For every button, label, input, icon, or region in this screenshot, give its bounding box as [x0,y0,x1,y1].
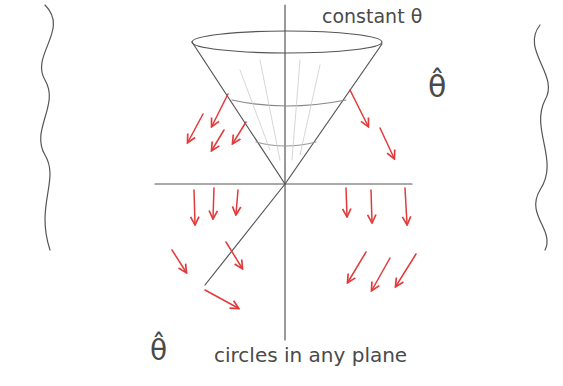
theta-arrow [372,258,390,290]
z-axis [284,5,285,340]
theta-arrow [348,252,366,282]
note-text: circles in any plane [214,344,407,366]
cone-ring [232,100,346,106]
cone-ring [256,142,316,146]
theta-arrow [236,190,238,214]
constant-label: constant θ [322,6,422,27]
theta-arrow [233,122,246,143]
wavy-border [41,5,54,250]
cone-side [192,42,285,184]
cone-shading [240,60,320,160]
theta-arrow [346,188,347,216]
theta-hat-symbol: θ̂ [150,336,167,367]
theta-arrow [205,290,238,308]
wavy-border [534,25,548,250]
theta-arrow [226,242,242,268]
theta-arrow [405,188,407,224]
theta-arrow [172,250,186,272]
theta-arrow [213,188,214,218]
y-axis [155,183,412,184]
theta-arrow [212,130,224,150]
x-axis [205,184,285,285]
theta-arrow [212,94,228,126]
theta-arrow [350,90,368,126]
theta-arrow [371,190,372,222]
theta-arrow [188,114,203,142]
cone-rim [192,31,382,53]
theta-arrow [396,254,416,286]
theta-hat-symbol: θ̂ [428,70,446,103]
theta-arrow [380,128,394,158]
theta-arrow [194,190,195,224]
